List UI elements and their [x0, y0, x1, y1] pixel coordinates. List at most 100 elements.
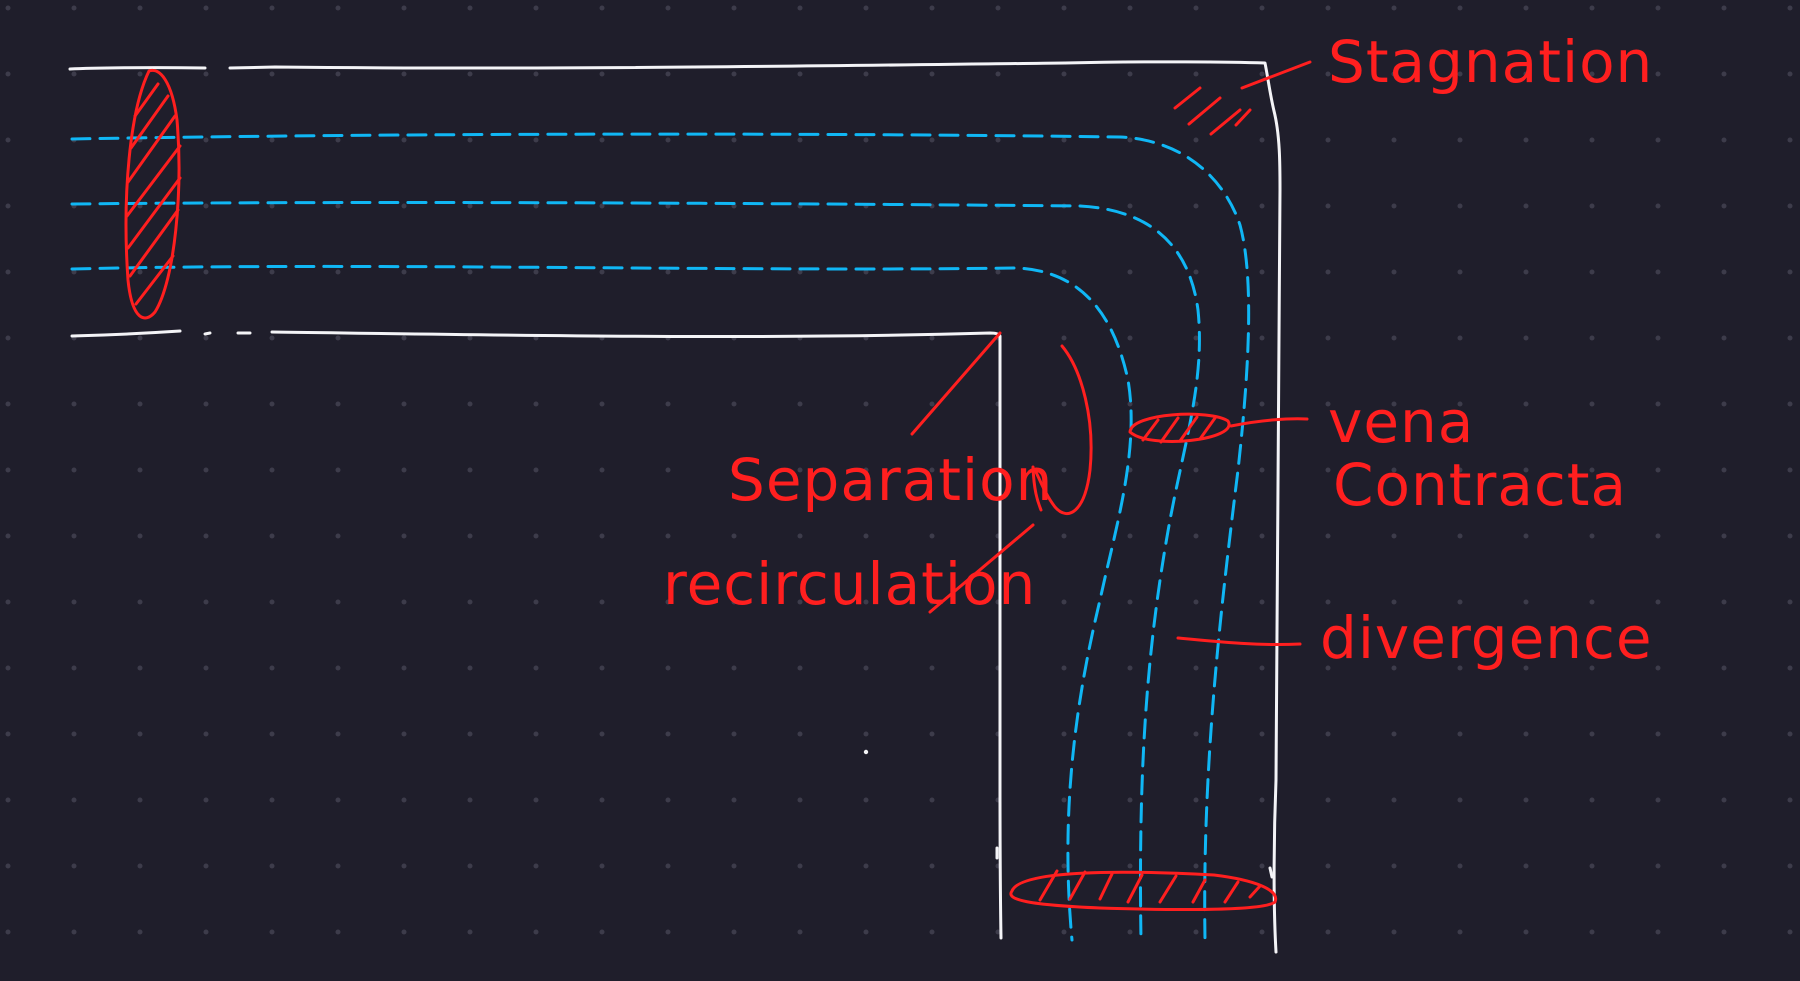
grid-dot — [1787, 269, 1793, 275]
grid-dot — [401, 863, 407, 869]
grid-dot — [1655, 797, 1661, 803]
grid-dot — [599, 203, 605, 209]
grid-dot — [467, 863, 473, 869]
grid-dot — [1655, 401, 1661, 407]
grid-dot — [1523, 665, 1529, 671]
grid-dot — [665, 5, 671, 11]
grid-dot — [863, 929, 869, 935]
grid-dot — [1127, 599, 1133, 605]
grid-dot — [203, 929, 209, 935]
grid-dot — [1391, 929, 1397, 935]
grid-dot — [71, 71, 77, 77]
grid-dot — [731, 863, 737, 869]
grid-dot — [797, 467, 803, 473]
grid-dot — [1523, 929, 1529, 935]
grid-dot — [533, 401, 539, 407]
grid-dot — [1721, 71, 1727, 77]
grid-dot — [731, 731, 737, 737]
grid-dot — [1457, 5, 1463, 11]
grid-dot — [665, 533, 671, 539]
grid-dot — [599, 665, 605, 671]
grid-dot — [1259, 599, 1265, 605]
grid-dot — [731, 71, 737, 77]
grid-dot — [1589, 533, 1595, 539]
grid-dot — [1391, 71, 1397, 77]
grid-dot — [1259, 929, 1265, 935]
grid-dot — [1127, 797, 1133, 803]
grid-dot — [1721, 467, 1727, 473]
grid-dot — [797, 533, 803, 539]
pipe-elbow-walls — [68, 60, 1282, 954]
pipe-inner-wall — [70, 329, 1003, 940]
grid-dot — [1259, 269, 1265, 275]
grid-dot — [533, 797, 539, 803]
grid-dot — [1589, 665, 1595, 671]
vena-contracta-label-line1: vena — [1328, 388, 1474, 456]
grid-dot — [203, 665, 209, 671]
grid-dot — [1721, 137, 1727, 143]
grid-dot — [1523, 137, 1529, 143]
grid-dot — [1721, 533, 1727, 539]
pipe-outer-wall — [68, 60, 1282, 954]
grid-dot — [203, 203, 209, 209]
grid-dot — [467, 731, 473, 737]
grid-dot — [203, 599, 209, 605]
grid-dot — [1325, 665, 1331, 671]
grid-dot — [269, 335, 275, 341]
grid-dot — [1259, 335, 1265, 341]
grid-dot — [533, 203, 539, 209]
grid-dot — [731, 797, 737, 803]
grid-dot — [1391, 137, 1397, 143]
grid-dot — [269, 401, 275, 407]
grid-dot — [1589, 599, 1595, 605]
grid-dot — [1523, 269, 1529, 275]
grid-dot — [1655, 533, 1661, 539]
grid-dot — [1457, 335, 1463, 341]
grid-dot — [1721, 335, 1727, 341]
grid-dot — [203, 731, 209, 737]
grid-dot — [797, 5, 803, 11]
streamline-middle — [70, 201, 1201, 942]
separation-marker — [910, 331, 1002, 436]
grid-dot — [335, 665, 341, 671]
grid-dot — [1259, 467, 1265, 473]
grid-dot — [1589, 797, 1595, 803]
grid-dot — [1061, 863, 1067, 869]
grid-dot — [5, 797, 11, 803]
grid-dot — [1721, 731, 1727, 737]
grid-dot — [1391, 665, 1397, 671]
grid-dot — [863, 863, 869, 869]
grid-dot — [1325, 269, 1331, 275]
grid-dot — [401, 467, 407, 473]
grid-dot — [533, 71, 539, 77]
grid-dot — [1325, 203, 1331, 209]
grid-dot — [137, 533, 143, 539]
grid-dot — [5, 71, 11, 77]
grid-dot — [1523, 467, 1529, 473]
grid-dot — [1127, 929, 1133, 935]
grid-dot — [269, 797, 275, 803]
grid-dot — [599, 269, 605, 275]
grid-dot — [797, 599, 803, 605]
grid-dot — [137, 269, 143, 275]
grid-dot — [467, 335, 473, 341]
divergence-marker — [1176, 636, 1302, 647]
grid-dot — [269, 731, 275, 737]
grid-dot — [1787, 71, 1793, 77]
grid-dot — [1457, 533, 1463, 539]
grid-dot — [1193, 203, 1199, 209]
grid-dot — [1061, 665, 1067, 671]
grid-dot — [665, 401, 671, 407]
grid-dot — [5, 203, 11, 209]
grid-dot — [1589, 467, 1595, 473]
grid-dot — [1721, 863, 1727, 869]
grid-dot — [137, 335, 143, 341]
grid-dot — [1457, 137, 1463, 143]
grid-dot — [1391, 203, 1397, 209]
grid-dot — [467, 71, 473, 77]
grid-dot — [929, 863, 935, 869]
grid-dot — [731, 533, 737, 539]
grid-dot — [401, 665, 407, 671]
grid-dot — [665, 203, 671, 209]
grid-dot — [665, 863, 671, 869]
